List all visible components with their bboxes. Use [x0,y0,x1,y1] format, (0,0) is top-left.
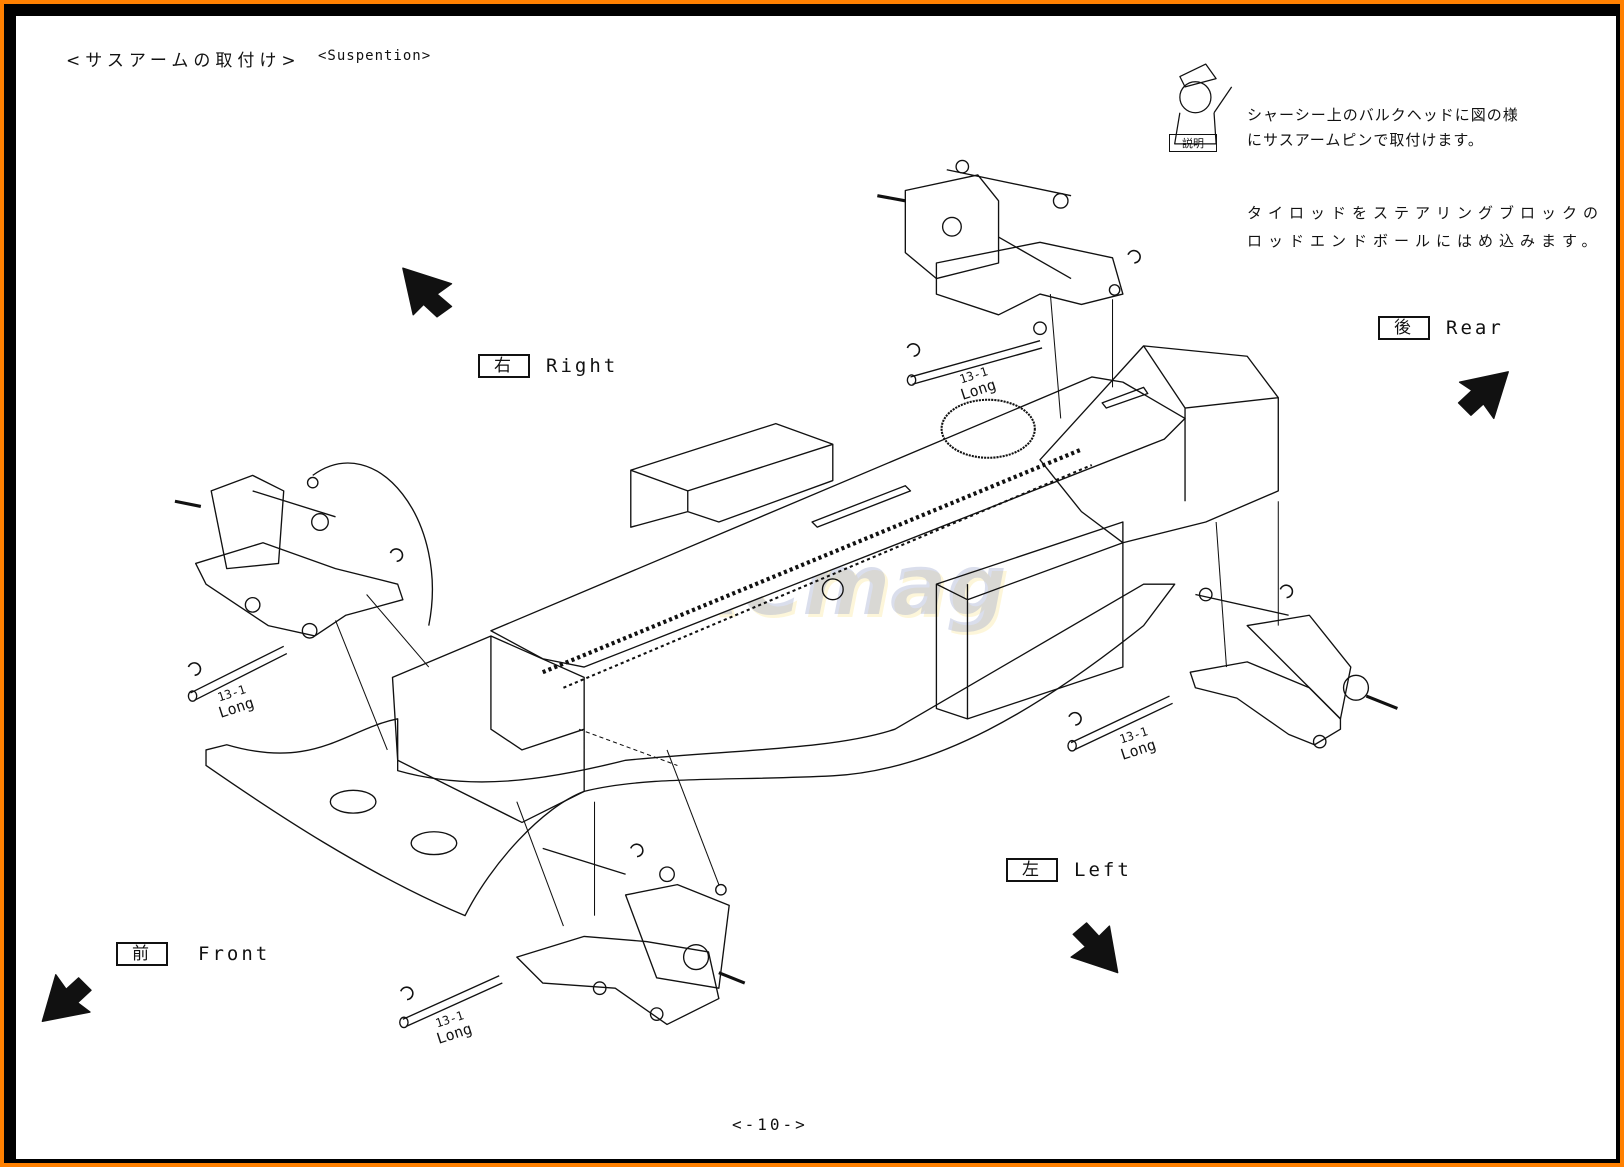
section-title-jp: <サスアームの取付け> [66,51,301,71]
direction-label: Left [1074,859,1132,881]
direction-right: 右 Right [478,354,618,378]
chassis-hole [329,789,377,814]
direction-kanji: 前 [116,942,168,966]
chassis-assembly-diagram [41,63,1509,1029]
drive-belt [563,464,1093,689]
direction-label: Rear [1446,317,1504,339]
direction-label: Front [198,943,271,965]
pulley [821,578,844,601]
arrow-left-icon [1070,922,1119,974]
arrow-right-icon [402,267,453,318]
front-left-suspension [516,847,746,1026]
suspension-pin [399,975,503,1029]
arrow-rear-icon [1457,371,1509,420]
radio-box [630,422,834,528]
direction-kanji: 後 [1378,316,1430,340]
direction-left: 左 Left [1006,858,1132,882]
page-number: <-10-> [732,1115,808,1134]
front-bulkhead [391,635,585,824]
explanation-line: シャーシー上のバルクヘッドに図の様 [1247,106,1519,124]
explanation-line: にサスアームピンで取付けます。 [1247,131,1484,149]
deck-slot [811,485,912,528]
battery-box [935,521,1124,720]
top-deck-plate [490,376,1186,668]
explanation-line: ロッドエンドボールにはめ込みます。 [1247,232,1603,250]
direction-label: Right [546,355,619,377]
teacher-mascot-icon [1174,63,1233,145]
drive-belt [541,447,1083,675]
rear-gearbox [1039,345,1279,544]
suspension-pin [187,645,288,702]
explanation-line: タイロッドをステアリングブロックの [1247,204,1605,222]
assembly-guide-lines [335,294,1279,927]
manual-page: <サスアームの取付け> <Suspention> RCmag [16,16,1616,1159]
direction-rear: 後 Rear [1378,316,1504,340]
explanation-badge: 説明 [1169,134,1217,152]
arrow-front-icon [41,974,92,1023]
e-clip-icon [187,249,1294,1001]
direction-kanji: 右 [478,354,530,378]
chassis-hole [410,831,458,856]
rear-right-suspension [877,159,1124,336]
suspension-pin [1067,695,1173,752]
rear-left-suspension [1189,587,1398,749]
direction-front: 前 Front [116,942,270,966]
section-title-en: <Suspention> [318,48,432,64]
suspension-pin [906,340,1043,386]
lower-chassis-plate [205,583,1176,917]
spur-gear [940,398,1036,459]
deck-slot [1101,386,1149,409]
front-right-suspension [174,462,434,639]
direction-kanji: 左 [1006,858,1058,882]
page-border: <サスアームの取付け> <Suspention> RCmag [4,4,1620,1163]
